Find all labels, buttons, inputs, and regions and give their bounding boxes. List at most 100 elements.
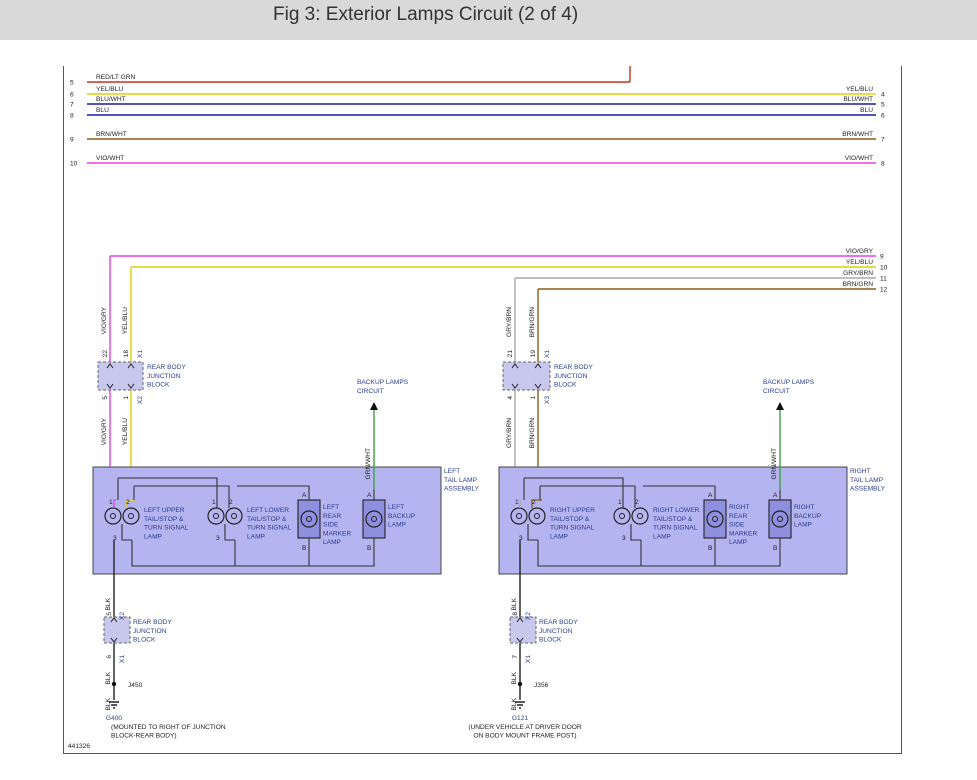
pin-letter: B bbox=[367, 545, 372, 552]
lower-lamp-bulb bbox=[613, 507, 631, 525]
lamp-wire bbox=[134, 485, 230, 508]
connector-id: X3 bbox=[544, 396, 551, 404]
connector-arrow bbox=[534, 363, 542, 369]
connector-id: X1 bbox=[137, 350, 144, 358]
upper-lamp-bulb bbox=[104, 507, 122, 525]
pin-number: 2 bbox=[229, 499, 233, 506]
lamp-wire bbox=[125, 499, 135, 508]
ground-note: (UNDER VEHICLE AT DRIVER DOOR bbox=[468, 724, 582, 731]
lamp-label: LAMP bbox=[247, 533, 266, 540]
lamp-label: RIGHT UPPER bbox=[550, 507, 595, 514]
pin-number: 10 bbox=[880, 265, 888, 272]
junction-block-label: BLOCK bbox=[554, 382, 577, 389]
lamp-label: LAMP bbox=[388, 522, 407, 529]
connector-id: X1 bbox=[525, 655, 532, 663]
junction-block-label: REAR BODY bbox=[554, 364, 593, 371]
lamp-label: TURN SIGNAL bbox=[247, 525, 292, 532]
splice-label: J450 bbox=[128, 682, 143, 689]
page-title: Fig 3: Exterior Lamps Circuit (2 of 4) bbox=[273, 4, 579, 25]
marker-lamp-filament bbox=[712, 516, 718, 522]
pin-number: 1 bbox=[618, 499, 622, 506]
pin-number: 4 bbox=[881, 92, 885, 99]
pin-letter: A bbox=[708, 492, 713, 499]
pin-number: 5 bbox=[70, 80, 74, 87]
pin-number: 12 bbox=[880, 287, 888, 294]
pin-number: 5 bbox=[102, 396, 109, 400]
wire-color-label: BRN/WHT bbox=[842, 131, 873, 138]
junction-block bbox=[502, 361, 551, 391]
connector-id: X1 bbox=[119, 655, 126, 663]
pin-number: 11 bbox=[880, 276, 887, 283]
lower-lamp-filament bbox=[619, 513, 625, 519]
marker-lamp-bulb bbox=[706, 510, 724, 528]
arrow-up-icon bbox=[776, 402, 784, 410]
wire-label: GRY/BRN bbox=[506, 418, 513, 448]
upper-lamp-bulb bbox=[528, 507, 546, 525]
lamp-label: LAMP bbox=[729, 539, 748, 546]
upper-lamp-bulb bbox=[122, 507, 140, 525]
lamp-label: REAR bbox=[729, 513, 748, 520]
lower-lamp-filament bbox=[213, 513, 219, 519]
header-bar: Fig 3: Exterior Lamps Circuit (2 of 4) bbox=[0, 0, 977, 40]
junction-block-label: REAR BODY bbox=[147, 364, 186, 371]
lamp-wire bbox=[524, 477, 624, 508]
connector-id: X2 bbox=[119, 612, 126, 620]
pin-number: 1 bbox=[212, 499, 216, 506]
wire-color-label: BRN/WHT bbox=[96, 131, 127, 138]
assembly-label: RIGHT bbox=[850, 468, 871, 475]
junction-block-label: BLOCK bbox=[133, 637, 156, 644]
wire-color-label: BLU/WHT bbox=[96, 96, 126, 103]
lamp-label: LAMP bbox=[794, 522, 813, 529]
backup-lamp-bulb bbox=[771, 510, 789, 528]
connector-arrow bbox=[110, 637, 118, 643]
splice-dot bbox=[517, 681, 523, 687]
pin-letter: A bbox=[367, 492, 372, 499]
wire-color-label: RED/LT GRN bbox=[96, 74, 136, 81]
lamp-wire bbox=[540, 485, 636, 508]
lamp-wire bbox=[237, 485, 310, 490]
lamp-label: MARKER bbox=[729, 530, 757, 537]
lower-lamp-filament bbox=[231, 513, 237, 519]
lamp-label: LEFT bbox=[323, 504, 339, 511]
ground-note: BLOCK-REAR BODY) bbox=[111, 733, 177, 740]
lamp-label: TURN SIGNAL bbox=[653, 525, 698, 532]
lamp-label: TAIL/STOP & bbox=[653, 516, 693, 523]
junction-block-label: JUNCTION bbox=[539, 628, 573, 635]
lower-lamp-bulb bbox=[207, 507, 225, 525]
upper-lamp-filament bbox=[516, 513, 522, 519]
pin-letter: B bbox=[302, 545, 307, 552]
wire-color-label: VIO/WHT bbox=[845, 155, 873, 162]
pin-number: 21 bbox=[507, 350, 514, 358]
wire-label: GRN/WHT bbox=[771, 448, 778, 480]
connector-arrow bbox=[110, 617, 118, 623]
pin-number: 3 bbox=[519, 535, 523, 542]
wire-label: BLK bbox=[105, 697, 112, 710]
lamp-wire bbox=[643, 485, 716, 490]
pin-number: 6 bbox=[881, 113, 885, 120]
pin-number: 3 bbox=[622, 535, 626, 542]
pin-number: 3 bbox=[113, 535, 117, 542]
arrow-up-icon bbox=[370, 402, 378, 410]
connector-arrow bbox=[534, 383, 542, 389]
junction-block-label: BLOCK bbox=[147, 382, 170, 389]
wire-color-label: BLU bbox=[860, 107, 873, 114]
lamp-label: BACKUP bbox=[794, 513, 822, 520]
pin-number: 1 bbox=[515, 499, 519, 506]
pin-number: 1 bbox=[109, 499, 113, 506]
wire-label: BLK bbox=[105, 597, 112, 610]
lamp-label: LAMP bbox=[653, 533, 672, 540]
lamp-wire bbox=[121, 524, 132, 541]
pin-letter: B bbox=[773, 545, 778, 552]
pin-number: 4 bbox=[507, 396, 514, 400]
lamp-label: RIGHT bbox=[794, 504, 815, 511]
pin-number: 9 bbox=[880, 254, 884, 261]
pin-number: 7 bbox=[881, 137, 885, 144]
lamp-label: SIDE bbox=[729, 522, 745, 529]
junction-block-label: BLOCK bbox=[539, 637, 562, 644]
pin-number: 10 bbox=[70, 161, 78, 168]
lamp-label: TAIL/STOP & bbox=[550, 516, 590, 523]
wire-color-label: YEL/BLU bbox=[846, 259, 873, 266]
lamp-wire bbox=[224, 524, 235, 541]
wire-label: BRN/GRN bbox=[529, 307, 536, 338]
